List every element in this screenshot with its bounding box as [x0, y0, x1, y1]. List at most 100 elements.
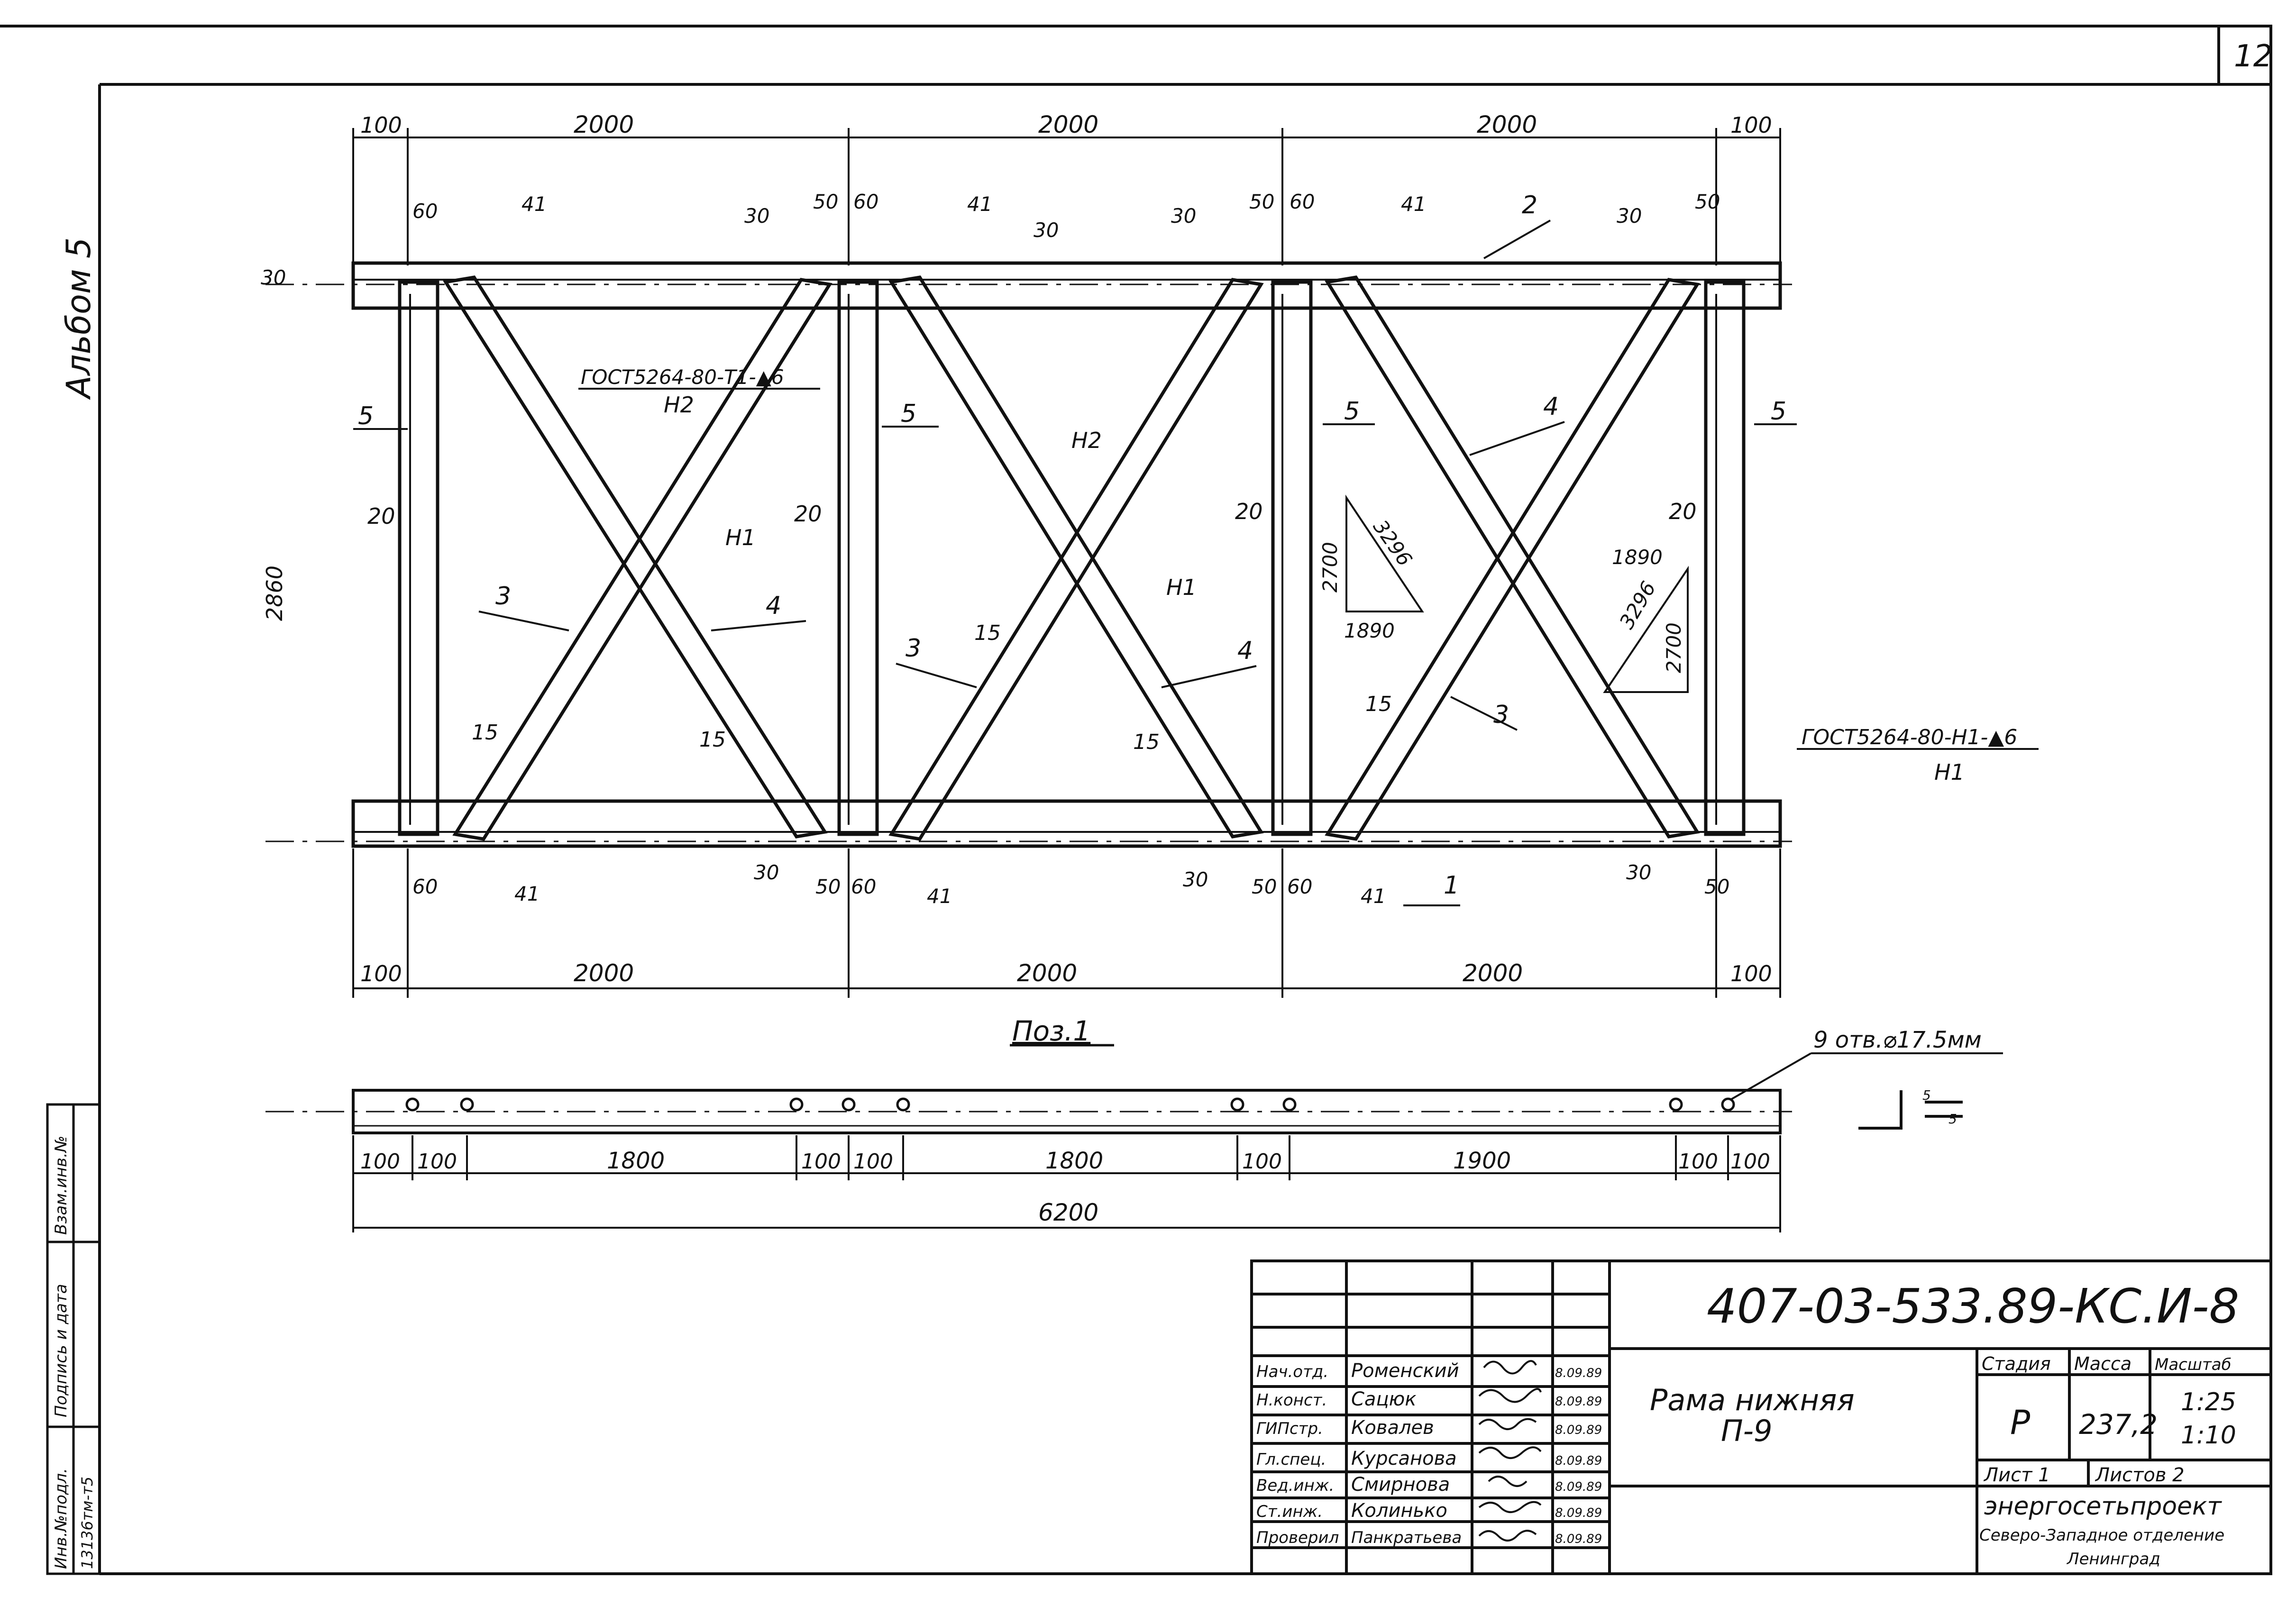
- stamp-ref-label: Взам.инв.№: [52, 1136, 71, 1235]
- svg-text:50: 50: [1252, 875, 1277, 898]
- weld-n1-b: Н1: [1166, 575, 1197, 600]
- diagonal-panel3-b: [1325, 278, 1700, 841]
- dim-bot-100-right: 100: [1730, 961, 1772, 986]
- svg-text:60: 60: [412, 200, 438, 223]
- section-dim-a: 5: [1922, 1087, 1931, 1103]
- dim-top-2000-1: 2000: [574, 111, 634, 138]
- mass-header: Масса: [2074, 1353, 2131, 1374]
- svg-text:8.09.89: 8.09.89: [1555, 1532, 1602, 1546]
- weld-n2: Н2: [1071, 428, 1102, 453]
- svg-text:41: 41: [927, 885, 952, 908]
- svg-text:Ст.инж.: Ст.инж.: [1256, 1502, 1323, 1521]
- org-sub-1: Северо-Западное отделение: [1979, 1526, 2224, 1545]
- svg-text:Роменский: Роменский: [1351, 1360, 1459, 1382]
- tri-b-horizontal: 1890: [1612, 546, 1663, 569]
- svg-text:60: 60: [412, 875, 438, 898]
- pos1-dim-lines: [352, 1135, 1781, 1232]
- title-block-grid: [1250, 1259, 2272, 1575]
- svg-text:41: 41: [514, 882, 540, 905]
- svg-text:30: 30: [1171, 204, 1196, 228]
- svg-text:Ковалев: Ковалев: [1351, 1417, 1434, 1439]
- weld-note-right: ГОСТ5264-80-Н1-▲6: [1802, 725, 2017, 749]
- dim-top-100-right: 100: [1730, 112, 1772, 138]
- svg-text:20: 20: [794, 501, 822, 527]
- top-dimensions: [352, 128, 1781, 265]
- sheet-number: 12: [2234, 39, 2272, 74]
- mark-2: 2: [1522, 191, 1537, 219]
- svg-text:30: 30: [1183, 868, 1208, 891]
- vertical-post-1: [398, 280, 439, 836]
- pos1-holes-leader: [1730, 1052, 1811, 1101]
- bottom-chord: [351, 799, 1782, 848]
- mark-4-1: 4: [766, 592, 781, 620]
- stage-value: Р: [2010, 1403, 2031, 1442]
- svg-text:30: 30: [754, 861, 779, 884]
- stamp-inv-value: 13136тм-т5: [78, 1477, 96, 1569]
- doc-code: 407-03-533.89-КС.И-8: [1707, 1278, 2239, 1334]
- svg-text:Колинько: Колинько: [1351, 1500, 1447, 1522]
- org-name: энергосетьпроект: [1984, 1492, 2222, 1521]
- svg-text:8.09.89: 8.09.89: [1555, 1454, 1602, 1468]
- title-line-1: Рама нижняя: [1650, 1383, 1855, 1417]
- weld-note-right-sub: Н1: [1934, 759, 1965, 785]
- tri-b-vertical: 2700: [1662, 622, 1685, 673]
- dim-top-2000-3: 2000: [1477, 111, 1537, 138]
- mark-4-3: 4: [1543, 392, 1559, 421]
- bottom-dimensions: [352, 848, 1781, 998]
- svg-text:8.09.89: 8.09.89: [1555, 1423, 1602, 1437]
- diagonal-panel1-b: [452, 278, 832, 841]
- pos1-bar: [265, 1089, 1792, 1134]
- scale-2: 1:10: [2181, 1421, 2236, 1450]
- svg-text:50: 50: [1695, 190, 1720, 213]
- pos1-total: 6200: [1038, 1199, 1098, 1226]
- svg-text:15: 15: [974, 621, 1001, 645]
- svg-text:1800: 1800: [1045, 1148, 1103, 1174]
- svg-text:Нач.отд.: Нач.отд.: [1256, 1362, 1328, 1381]
- dim-bot-2000-2: 2000: [1017, 959, 1077, 987]
- dim-bot-2000-1: 2000: [574, 959, 634, 987]
- svg-text:100: 100: [1730, 1150, 1770, 1174]
- svg-text:60: 60: [1290, 190, 1315, 213]
- stamp-sign-label: Подпись и дата: [52, 1284, 71, 1417]
- vertical-post-2: [837, 280, 879, 836]
- diagonal-panel2-a: [888, 275, 1264, 839]
- mark-3-2: 3: [906, 634, 921, 663]
- part-marks: 5 5 5 5 3 3 3 4 4 4 2 1: [358, 191, 1786, 900]
- frame-drawing: [265, 261, 1792, 848]
- scale-header: Масштаб: [2155, 1355, 2232, 1374]
- svg-text:30: 30: [261, 266, 286, 289]
- mark-1: 1: [1444, 871, 1459, 900]
- diagonal-panel3-a: [1325, 275, 1700, 839]
- svg-text:15: 15: [699, 728, 726, 752]
- svg-text:50: 50: [1704, 875, 1729, 898]
- slope-triangle-b: [1603, 566, 1689, 693]
- sheet-frame: [0, 25, 2272, 1575]
- mark-3-1: 3: [495, 582, 511, 611]
- stage-header: Стадия: [1982, 1353, 2051, 1374]
- side-stamp: [46, 1103, 101, 1575]
- svg-text:41: 41: [967, 192, 992, 216]
- vertical-post-3: [1271, 280, 1313, 836]
- svg-text:15: 15: [1365, 692, 1392, 716]
- weld-note-top: ГОСТ5264-80-Т1-▲6: [581, 365, 784, 389]
- detail-dims: 60 41 30 50 60 41 30 30 50 60 41 30 50 6…: [261, 190, 1729, 908]
- scale-1: 1:25: [2181, 1388, 2236, 1416]
- svg-text:Вед.инж.: Вед.инж.: [1256, 1476, 1334, 1495]
- top-chord: [351, 261, 1782, 310]
- stamp-inv-label: Инв.№подл.: [52, 1468, 71, 1569]
- svg-text:30: 30: [1034, 219, 1059, 242]
- svg-text:8.09.89: 8.09.89: [1555, 1366, 1602, 1380]
- dim-bot-100-left: 100: [360, 961, 402, 986]
- svg-text:Курсанова: Курсанова: [1351, 1448, 1457, 1469]
- pos1-holes-note: 9 отв.⌀17.5мм: [1813, 1027, 1982, 1053]
- weld-n1-a: Н1: [725, 525, 756, 550]
- svg-text:20: 20: [1669, 499, 1697, 524]
- pos1-dim-labels: 100 100 1800 100 100 1800 100 1900 100 1…: [360, 1148, 1770, 1226]
- sheet-label: Лист 1: [1983, 1464, 2050, 1486]
- svg-text:8.09.89: 8.09.89: [1555, 1395, 1602, 1409]
- signature-rows: Нач.отд. Роменский 8.09.89 Н.конст. Сацю…: [1256, 1360, 1602, 1547]
- svg-text:100: 100: [1242, 1150, 1282, 1174]
- leader-lines: [353, 219, 1797, 906]
- tri-b-hyp: 3296: [1615, 577, 1660, 633]
- weld-note-top-sub: Н2: [664, 392, 694, 418]
